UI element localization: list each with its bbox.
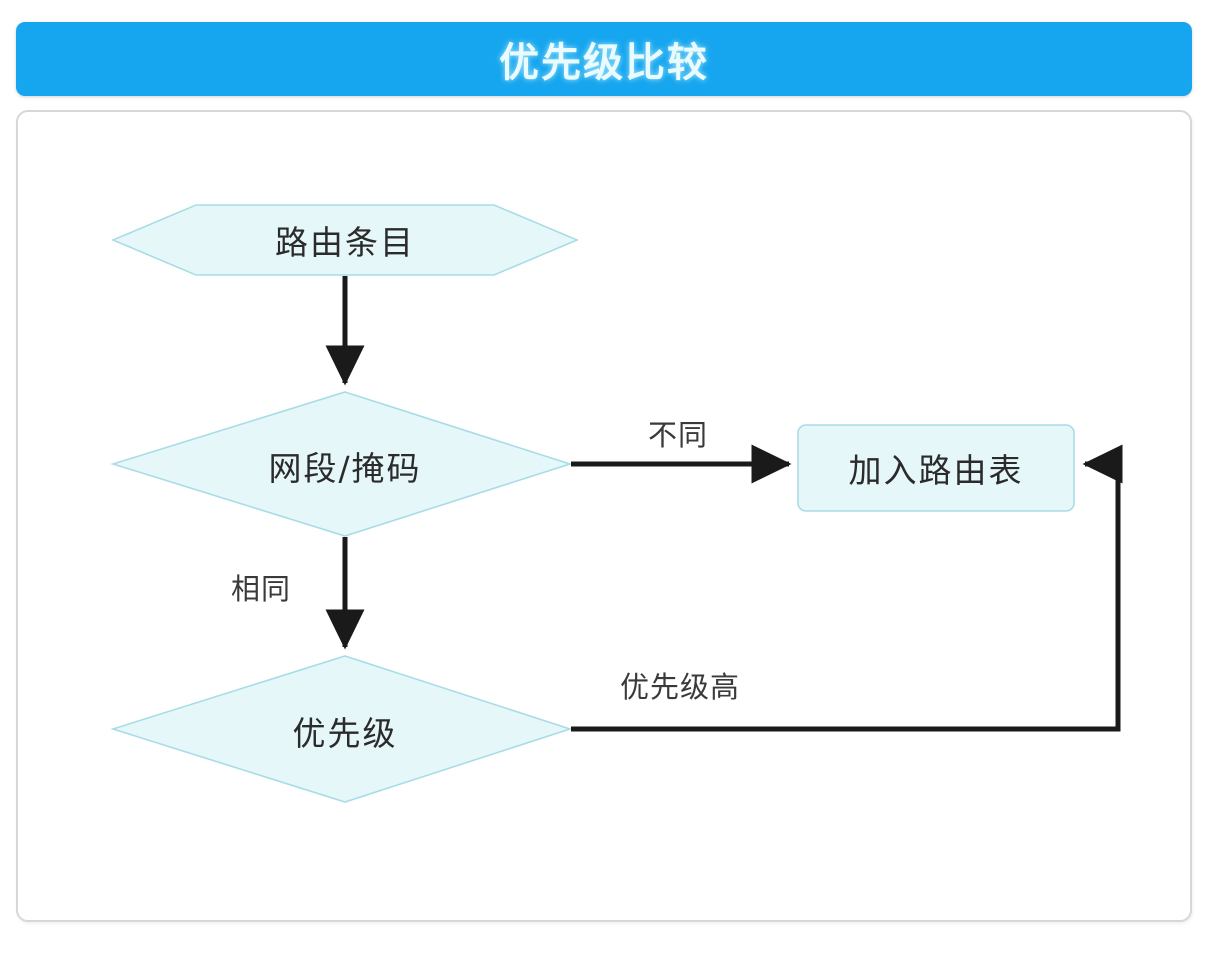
edge-label-same: 相同 [230,572,292,606]
edge-label-higher-priority: 优先级高 [619,670,741,704]
edge-label-different: 不同 [647,418,709,452]
node-network-mask-label: 网段/掩码 [268,449,422,488]
page-title-bar: 优先级比较 [16,22,1192,96]
node-add-route-table-label: 加入路由表 [848,451,1024,490]
page-title: 优先级比较 [499,40,709,86]
node-route-entry-label: 路由条目 [275,223,415,262]
node-priority-label: 优先级 [292,714,398,753]
diagram-canvas-frame [16,110,1192,922]
